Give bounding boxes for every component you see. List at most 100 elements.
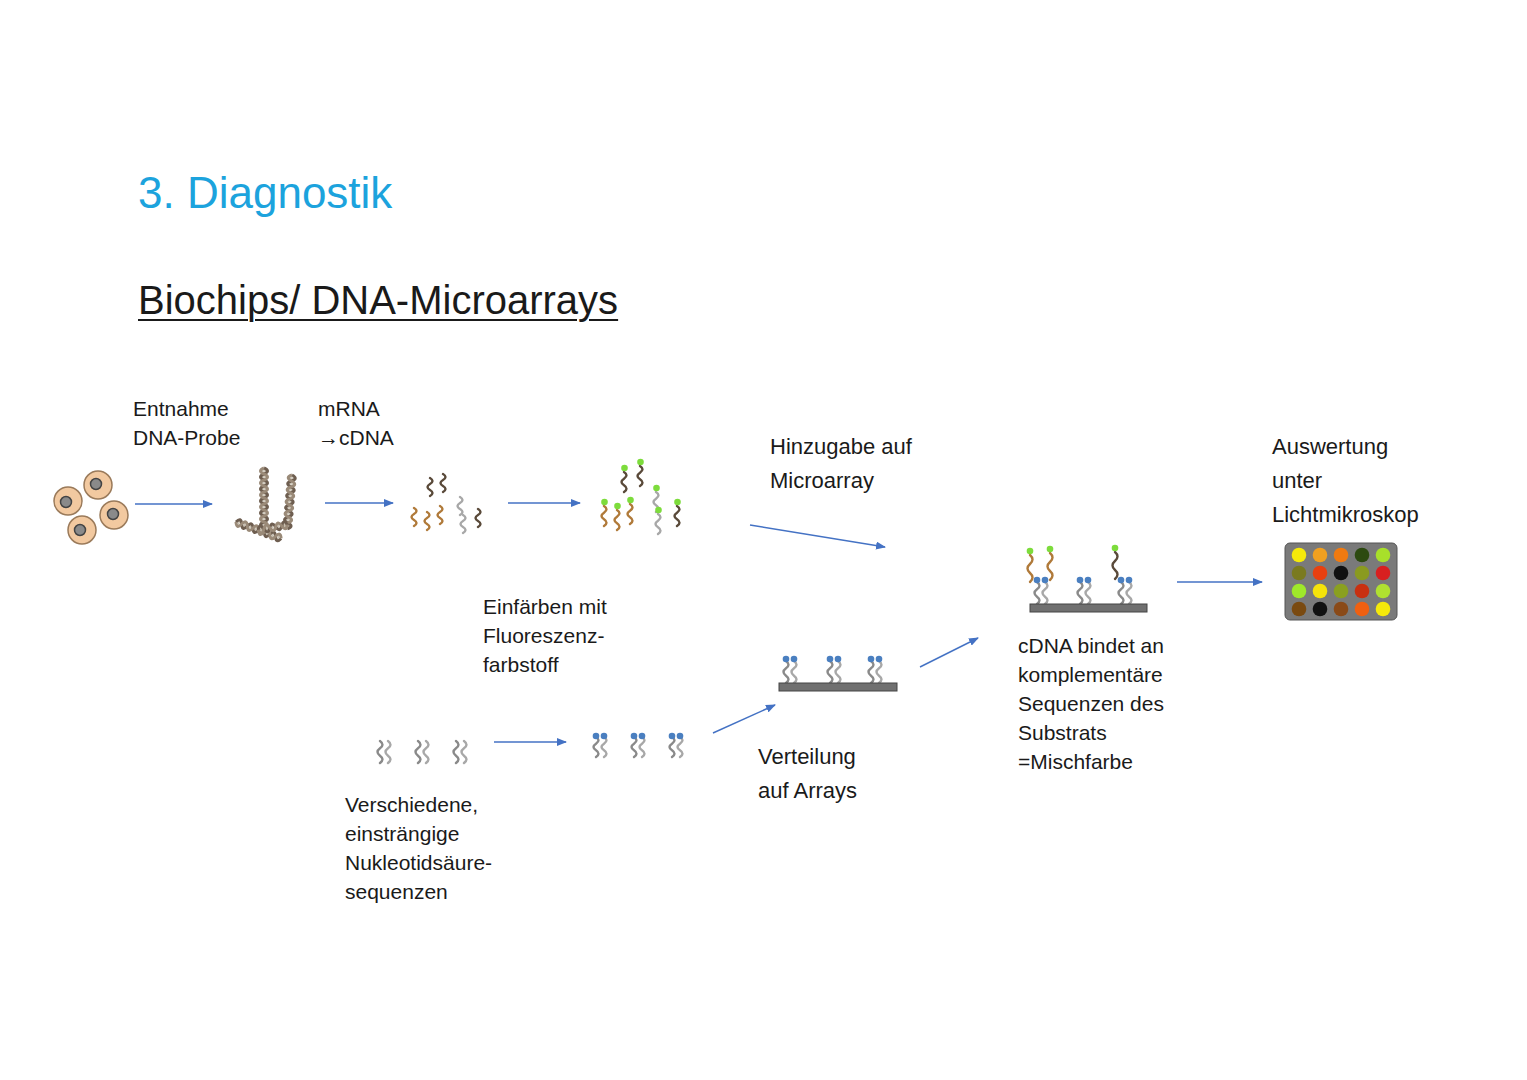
marker-dot [1042, 577, 1049, 584]
marker-dot [791, 656, 798, 663]
strand [678, 737, 683, 757]
marker-dot [621, 465, 628, 472]
strand [836, 661, 841, 683]
strand [1127, 582, 1132, 604]
marker-dot [1034, 577, 1041, 584]
result-spot [1334, 566, 1349, 581]
marker-dot [1047, 546, 1054, 553]
marker-dot [783, 656, 790, 663]
strand [454, 741, 459, 763]
marker-dot [1112, 545, 1119, 552]
strand [602, 506, 607, 526]
result-spot [1334, 602, 1349, 617]
result-spot [1292, 548, 1307, 563]
strand [656, 514, 661, 534]
strand [1035, 582, 1040, 604]
helix [260, 468, 268, 528]
result-spot [1355, 584, 1370, 599]
marker-dot [631, 733, 638, 740]
array-substrate [1030, 604, 1147, 612]
marker-dot [653, 485, 660, 492]
strand [378, 741, 383, 763]
strand [622, 472, 627, 492]
marker-dot [677, 733, 684, 740]
step-label: Entnahme DNA-Probe [133, 394, 261, 452]
strand [869, 661, 874, 683]
strand [1043, 582, 1048, 604]
marker-dot [1027, 548, 1034, 555]
marker-dot [1126, 577, 1133, 584]
strand [386, 741, 391, 763]
strand [461, 515, 466, 533]
result-spot [1355, 566, 1370, 581]
marker-dot [876, 656, 883, 663]
strand [1086, 582, 1091, 604]
result-spot [1355, 602, 1370, 617]
strand [416, 741, 421, 763]
result-spot [1376, 566, 1391, 581]
step-label: Verteilung auf Arrays [758, 740, 886, 808]
result-spot [1376, 602, 1391, 617]
strand [594, 737, 599, 757]
step-label: Hinzugabe auf Microarray [770, 430, 945, 498]
marker-dot [601, 733, 608, 740]
result-spot [1313, 548, 1328, 563]
step-label: Verschiedene, einsträngige Nukleotidsäur… [345, 790, 517, 906]
strand [877, 661, 882, 683]
result-spot [1313, 566, 1328, 581]
result-spot [1292, 584, 1307, 599]
marker-dot [1077, 577, 1084, 584]
step-label: Auswertung unter Lichtmikroskop [1272, 430, 1437, 532]
result-spots [1292, 548, 1391, 617]
marker-dot [1118, 577, 1125, 584]
strand [441, 474, 446, 492]
result-spot [1334, 548, 1349, 563]
strand [670, 737, 675, 757]
strand [1078, 582, 1083, 604]
strand [438, 506, 443, 524]
result-spot [1376, 584, 1391, 599]
strand [412, 508, 417, 526]
step-label: mRNA →cDNA [318, 394, 410, 452]
strand [476, 509, 481, 527]
nucleic-acid-strands [378, 459, 1133, 763]
strand [638, 466, 643, 486]
strand [424, 741, 429, 763]
result-spot [1313, 602, 1328, 617]
marker-dot [614, 503, 621, 510]
marker-dot [835, 656, 842, 663]
strand [1028, 555, 1033, 582]
strand [675, 506, 680, 526]
result-spot [1292, 566, 1307, 581]
marker-dot [601, 499, 608, 506]
step-label: cDNA bindet an komplementäre Sequenzen d… [1018, 631, 1190, 776]
marker-dot [827, 656, 834, 663]
step-label: Einfärben mit Fluoreszenz- farbstoff [483, 592, 631, 679]
strand [784, 661, 789, 683]
strand [1119, 582, 1124, 604]
heading: 3. Diagnostik [138, 168, 392, 218]
strand [1048, 553, 1053, 580]
marker-dot [655, 507, 662, 514]
helix [257, 521, 288, 534]
marker-dot [674, 499, 681, 506]
strand [428, 478, 433, 496]
marker-dot [593, 733, 600, 740]
dna-helix [235, 468, 296, 542]
marker-dot [637, 459, 644, 466]
result-spot [1292, 602, 1307, 617]
array-substrate [779, 683, 897, 691]
strand [425, 512, 430, 530]
strand [628, 504, 633, 524]
subheading: Biochips/ DNA-Microarrays [138, 277, 618, 323]
result-spot [1334, 584, 1349, 599]
marker-dot [1085, 577, 1092, 584]
strand [462, 741, 467, 763]
strand [615, 510, 620, 530]
marker-dot [868, 656, 875, 663]
marker-dot [639, 733, 646, 740]
strand [602, 737, 607, 757]
strand [792, 661, 797, 683]
strand [640, 737, 645, 757]
